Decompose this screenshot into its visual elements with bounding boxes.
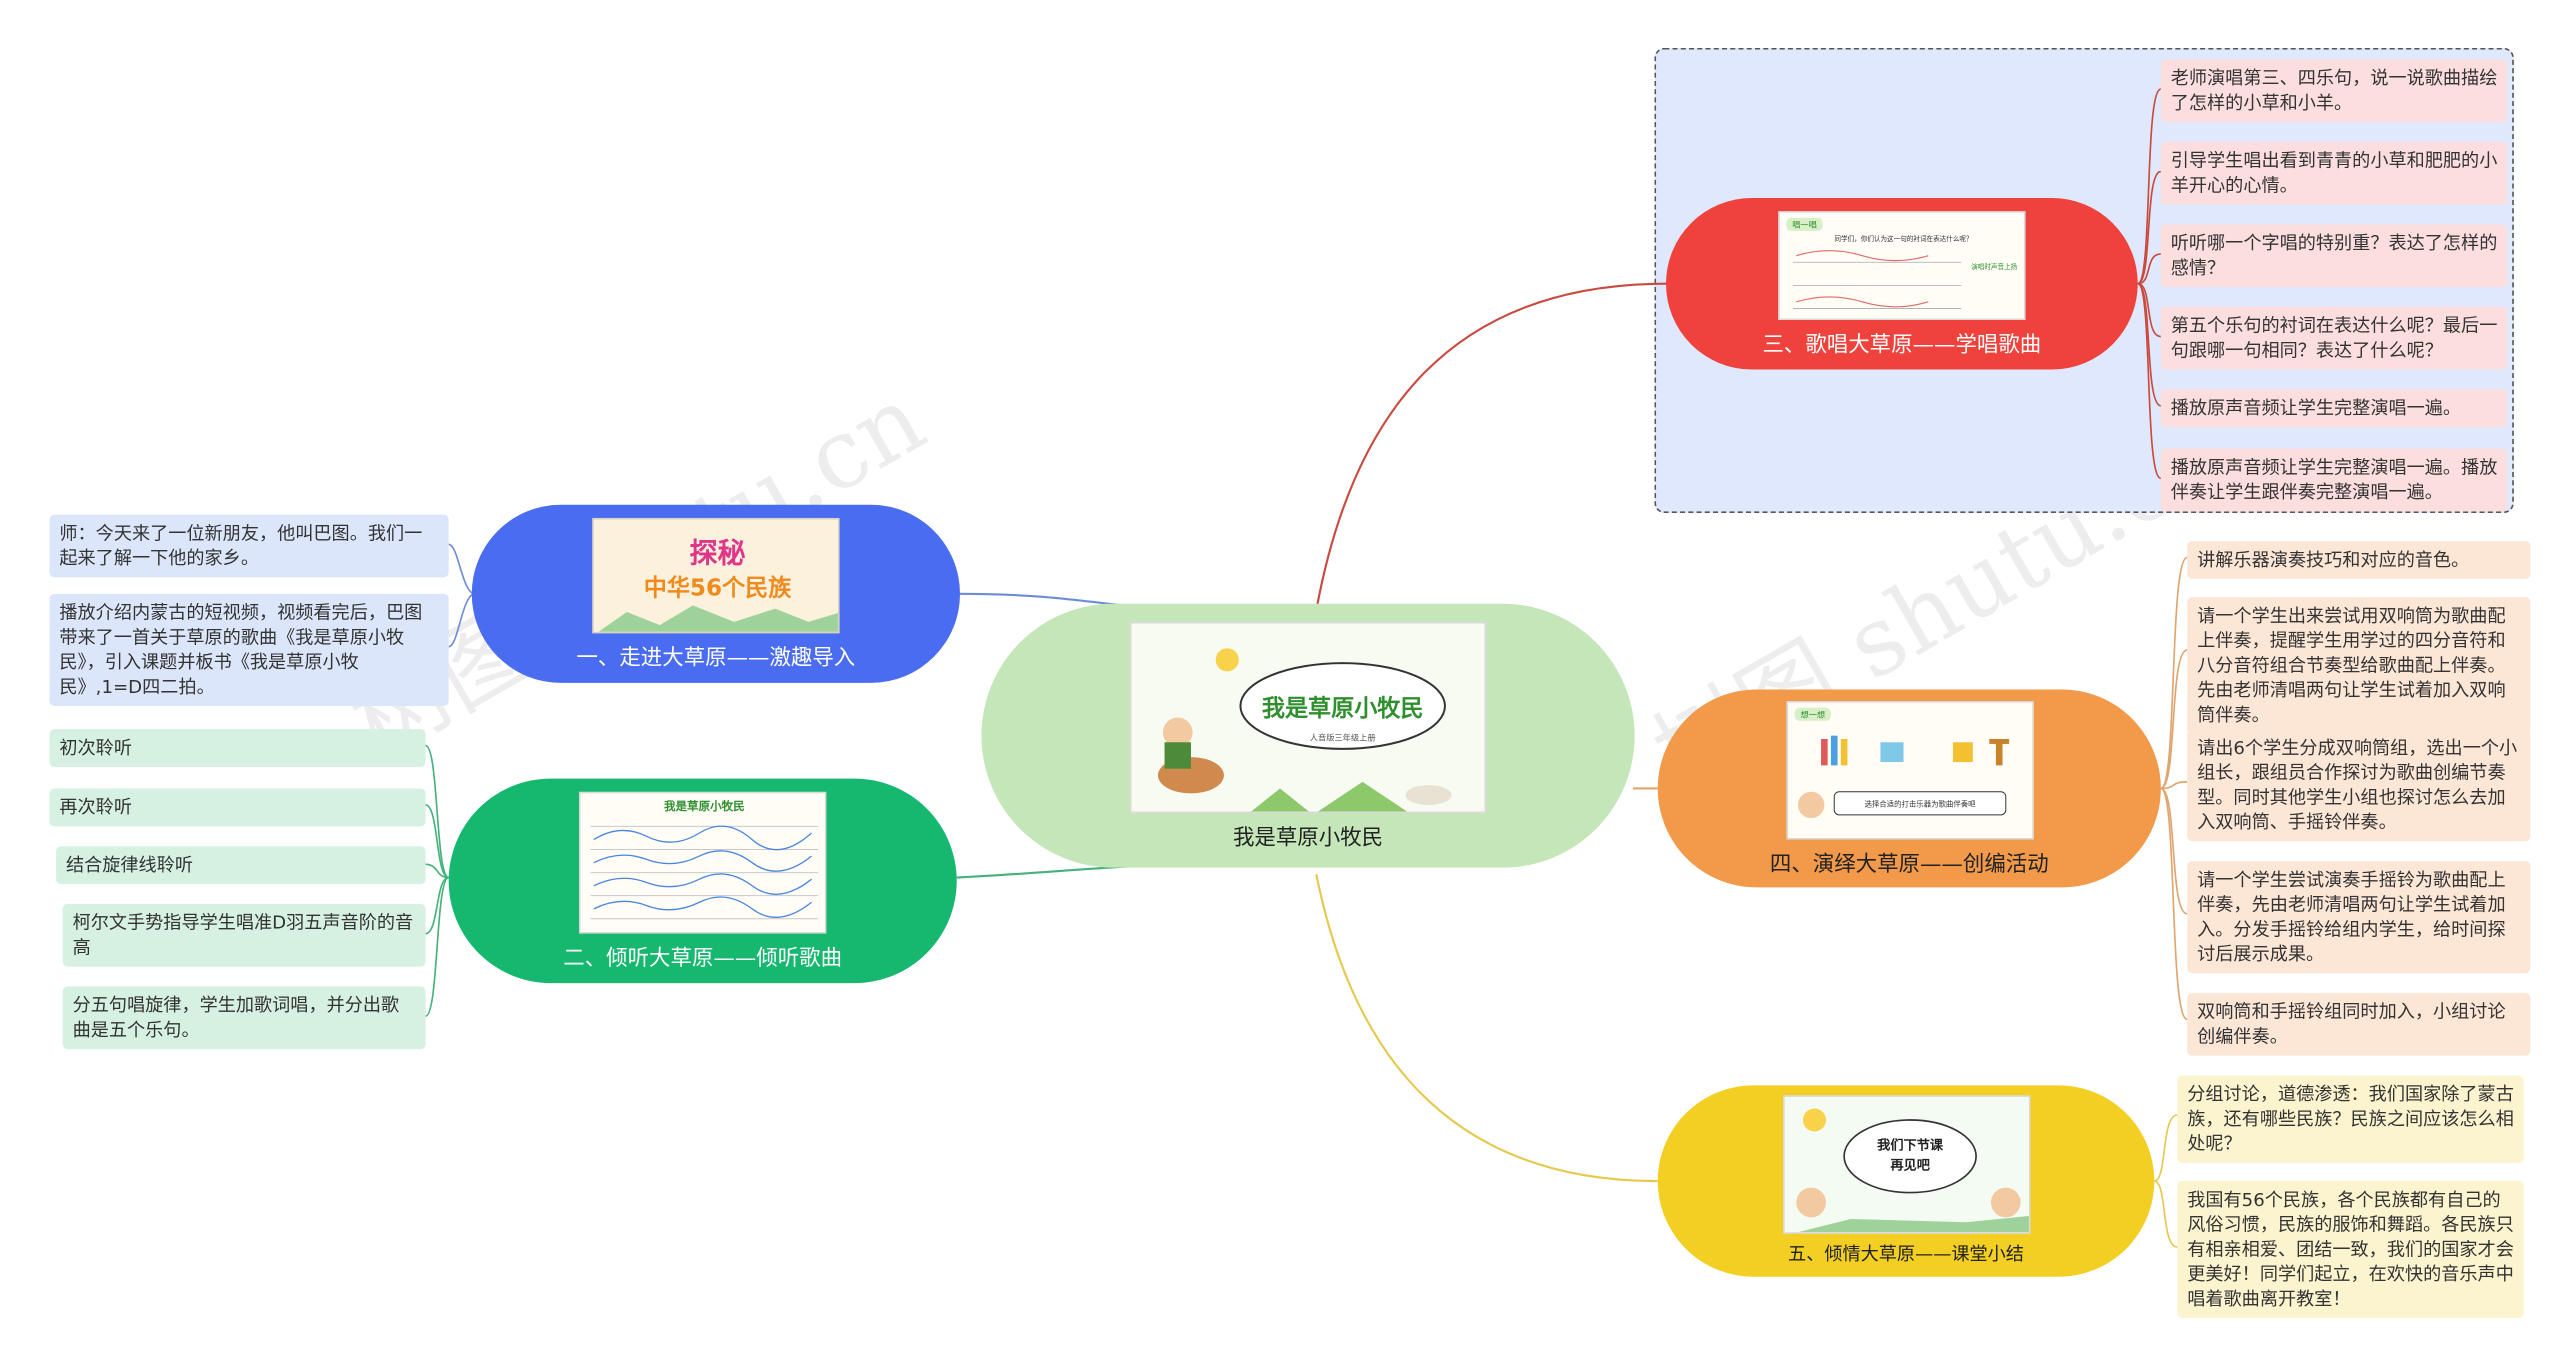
svg-text:再见吧: 再见吧	[1890, 1157, 1930, 1173]
branch-5-illustration: 我们下节课 再见吧	[1783, 1096, 2029, 1233]
b3-note[interactable]: 播放原声音频让学生完整演唱一遍。播放伴奏让学生跟伴奏完整演唱一遍。	[2160, 448, 2508, 512]
branch-5-label: 五、倾情大草原——课堂小结	[1788, 1243, 2024, 1266]
b2-note[interactable]: 分五句唱旋律，学生加歌词唱，并分出歌曲是五个乐句。	[62, 986, 426, 1050]
b1-note[interactable]: 师：今天来了一位新朋友，他叫巴图。我们一起来了解一下他的家乡。	[49, 514, 449, 578]
root-label: 我是草原小牧民	[1232, 825, 1384, 851]
child-icon	[1797, 790, 1824, 818]
b2-note[interactable]: 结合旋律线聆听	[56, 846, 426, 885]
b4-note[interactable]: 讲解乐器演奏技巧和对应的音色。	[2187, 541, 2531, 579]
branch-2-label: 二、倾听大草原——倾听歌曲	[563, 945, 843, 971]
svg-text:中华56个民族: 中华56个民族	[644, 574, 792, 601]
branch-node-5[interactable]: 我们下节课 再见吧 五、倾情大草原——课堂小结	[1657, 1085, 2155, 1277]
b2-note[interactable]: 柯尔文手势指导学生唱准D羽五声音阶的音高	[62, 903, 426, 967]
svg-text:演唱时声音上扬: 演唱时声音上扬	[1971, 261, 2017, 270]
connector-root-b3	[1315, 282, 1666, 611]
connector-b1-notes	[448, 543, 476, 595]
branch-1-label: 一、走进大草原——激趣导入	[576, 645, 856, 671]
b2-note[interactable]: 再次聆听	[49, 788, 426, 827]
b3-note[interactable]: 引导学生唱出看到青青的小草和肥肥的小羊开心的心情。	[2160, 141, 2508, 205]
branch-2-thumbnail: 我是草原小牧民	[578, 790, 827, 933]
b3-note[interactable]: 第五个乐句的衬词在表达什么呢？最后一句跟哪一句相同？表达了什么呢？	[2160, 306, 2508, 370]
svg-text:想一想: 想一想	[1800, 709, 1825, 719]
root-illustration: 我是草原小牧民 人音版三年级上册	[1131, 622, 1485, 811]
sun-icon	[1215, 647, 1239, 671]
branch-node-2[interactable]: 我是草原小牧民 二、倾听大草原——倾听歌曲	[448, 778, 957, 984]
branch-4-thumbnail: 想一想 选择合适的打击乐器为歌曲伴奏吧	[1785, 700, 2034, 839]
connector-b4-notes	[2160, 556, 2189, 1021]
b4-note[interactable]: 请一个学生尝试演奏手摇铃为歌曲配上伴奏，先由老师清唱两句让学生试着加入。分发手摇…	[2187, 861, 2531, 974]
branch-node-1[interactable]: 探秘 中华56个民族 一、走进大草原——激趣导入	[471, 504, 961, 683]
b3-note[interactable]: 播放原声音频让学生完整演唱一遍。	[2160, 389, 2508, 428]
percussion-instruments-icon	[1820, 734, 2009, 765]
svg-text:同学们，你们认为这一句的衬词在表达什么呢？: 同学们，你们认为这一句的衬词在表达什么呢？	[1834, 233, 1972, 242]
svg-text:我们下节课: 我们下节课	[1876, 1137, 1943, 1154]
branch-3-label: 三、歌唱大草原——学唱歌曲	[1762, 332, 2042, 358]
b1-note[interactable]: 播放介绍内蒙古的短视频，视频看完后，巴图带来了一首关于草原的歌曲《我是草原小牧民…	[49, 593, 449, 706]
svg-text:我是草原小牧民: 我是草原小牧民	[1262, 694, 1424, 721]
branch-2-score: 我是草原小牧民	[580, 792, 825, 932]
b4-note[interactable]: 请出6个学生分成双响筒组，选出一个小组长，跟组员合作探讨为歌曲创编节奏型。同时其…	[2187, 729, 2531, 842]
b2-note[interactable]: 初次聆听	[49, 729, 426, 768]
b3-note[interactable]: 听听哪一个字唱的特别重？表达了怎样的感情？	[2160, 224, 2508, 288]
svg-text:人音版三年级上册: 人音版三年级上册	[1310, 732, 1376, 742]
b4-note[interactable]: 请一个学生出来尝试用双响筒为歌曲配上伴奏，提醒学生用学过的四分音符和八分音符组合…	[2187, 597, 2531, 735]
branch-5-thumbnail: 我们下节课 再见吧	[1782, 1095, 2030, 1234]
child-icon	[1990, 1187, 2020, 1218]
branch-3-score: 唱一唱 同学们，你们认为这一句的衬词在表达什么呢？ 演唱时声音上扬	[1779, 211, 2024, 318]
branch-1-thumbnail: 探秘 中华56个民族	[592, 517, 840, 633]
cloud-bubble-icon	[1239, 661, 1446, 750]
connector-b5-notes	[2153, 1114, 2178, 1248]
branch-1-illustration: 探秘 中华56个民族	[593, 518, 838, 631]
branch-node-4[interactable]: 想一想 选择合适的打击乐器为歌曲伴奏吧 四、演绎大草原——创编活动	[1657, 689, 2161, 888]
svg-text:我是草原小牧民: 我是草原小牧民	[664, 798, 745, 812]
branch-4-label: 四、演绎大草原——创编活动	[1769, 851, 2049, 877]
svg-text:探秘: 探秘	[689, 536, 745, 569]
connector-b3-notes	[2136, 88, 2162, 480]
connector-root-b5	[1315, 874, 1658, 1183]
branch-3-thumbnail: 唱一唱 同学们，你们认为这一句的衬词在表达什么呢？ 演唱时声音上扬	[1778, 210, 2026, 320]
b5-note[interactable]: 我国有56个民族，各个民族都有自己的风俗习惯，民族的服饰和舞蹈。各民族只有相亲相…	[2177, 1181, 2524, 1318]
b5-note[interactable]: 分组讨论，道德渗透：我们国家除了蒙古族，还有哪些民族？民族之间应该怎么相处呢？	[2177, 1075, 2524, 1163]
connector-b2-notes	[424, 744, 450, 1017]
branch-4-illustration: 想一想 选择合适的打击乐器为歌曲伴奏吧	[1787, 701, 2032, 838]
root-node[interactable]: 我是草原小牧民 人音版三年级上册 我是草原小牧民	[981, 603, 1635, 868]
branch-node-3[interactable]: 唱一唱 同学们，你们认为这一句的衬词在表达什么呢？ 演唱时声音上扬 三、歌唱大草…	[1665, 197, 2138, 370]
svg-text:选择合适的打击乐器为歌曲伴奏吧: 选择合适的打击乐器为歌曲伴奏吧	[1864, 798, 1976, 808]
connector-root-b2	[956, 864, 1135, 879]
b4-note[interactable]: 双响筒和手摇铃组同时加入，小组讨论创编伴奏。	[2187, 992, 2531, 1056]
root-thumbnail: 我是草原小牧民 人音版三年级上册	[1129, 621, 1487, 813]
b3-note[interactable]: 老师演唱第三、四乐句，说一说歌曲描绘了怎样的小草和小羊。	[2160, 59, 2508, 123]
sun-icon	[1802, 1108, 1826, 1132]
svg-text:唱一唱: 唱一唱	[1792, 219, 1817, 229]
child-icon	[1795, 1187, 1826, 1218]
rider-icon	[1162, 716, 1193, 747]
